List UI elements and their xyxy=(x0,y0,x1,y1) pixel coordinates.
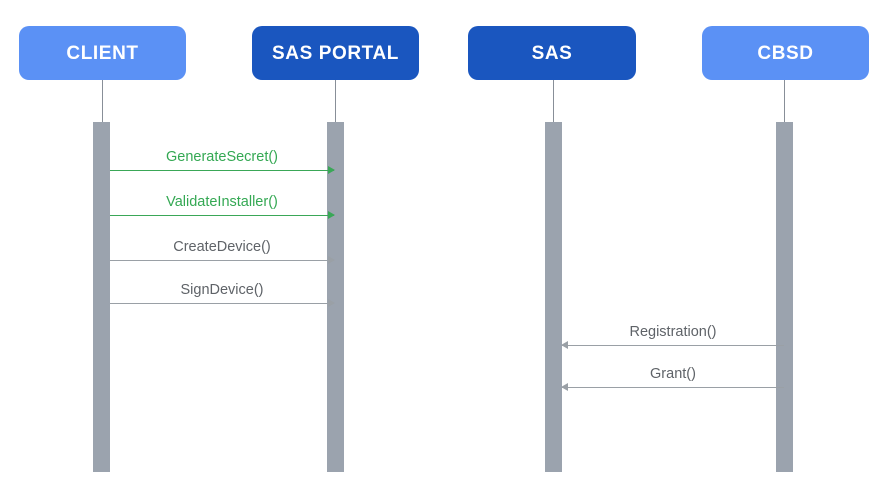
message-label: Registration() xyxy=(629,323,717,340)
message-label: GenerateSecret() xyxy=(165,148,279,165)
message-label: ValidateInstaller() xyxy=(166,193,278,210)
arrowhead-right-icon xyxy=(328,211,335,219)
participant-box-sas[interactable]: SAS xyxy=(468,26,636,80)
participant-label-sas-portal: SAS PORTAL xyxy=(271,42,400,64)
message-line xyxy=(562,345,784,346)
lifeline-stem-cbsd xyxy=(784,80,785,122)
activation-bar-sas xyxy=(545,122,562,472)
message-line xyxy=(110,303,334,304)
message-line xyxy=(562,387,784,388)
arrowhead-left-icon xyxy=(561,383,568,391)
activation-bar-client xyxy=(93,122,110,472)
participant-box-sas-portal[interactable]: SAS PORTAL xyxy=(252,26,419,80)
activation-bar-sas-portal xyxy=(327,122,344,472)
message-label: Grant() xyxy=(650,365,696,382)
participant-box-client[interactable]: CLIENT xyxy=(19,26,186,80)
arrowhead-right-icon xyxy=(328,166,335,174)
message-line xyxy=(110,260,334,261)
activation-bar-cbsd xyxy=(776,122,793,472)
arrowhead-left-icon xyxy=(561,341,568,349)
message-line xyxy=(110,170,334,171)
arrowhead-right-icon xyxy=(328,256,335,264)
participant-label-sas: SAS xyxy=(531,42,573,64)
participant-label-client: CLIENT xyxy=(66,42,139,64)
participant-box-cbsd[interactable]: CBSD xyxy=(702,26,869,80)
participant-label-cbsd: CBSD xyxy=(757,42,814,64)
lifeline-stem-sas xyxy=(553,80,554,122)
message-line xyxy=(110,215,334,216)
arrowhead-right-icon xyxy=(328,299,335,307)
message-label: CreateDevice() xyxy=(173,238,271,255)
message-label: SignDevice() xyxy=(180,281,264,298)
lifeline-stem-client xyxy=(102,80,103,122)
lifeline-stem-sas-portal xyxy=(335,80,336,122)
